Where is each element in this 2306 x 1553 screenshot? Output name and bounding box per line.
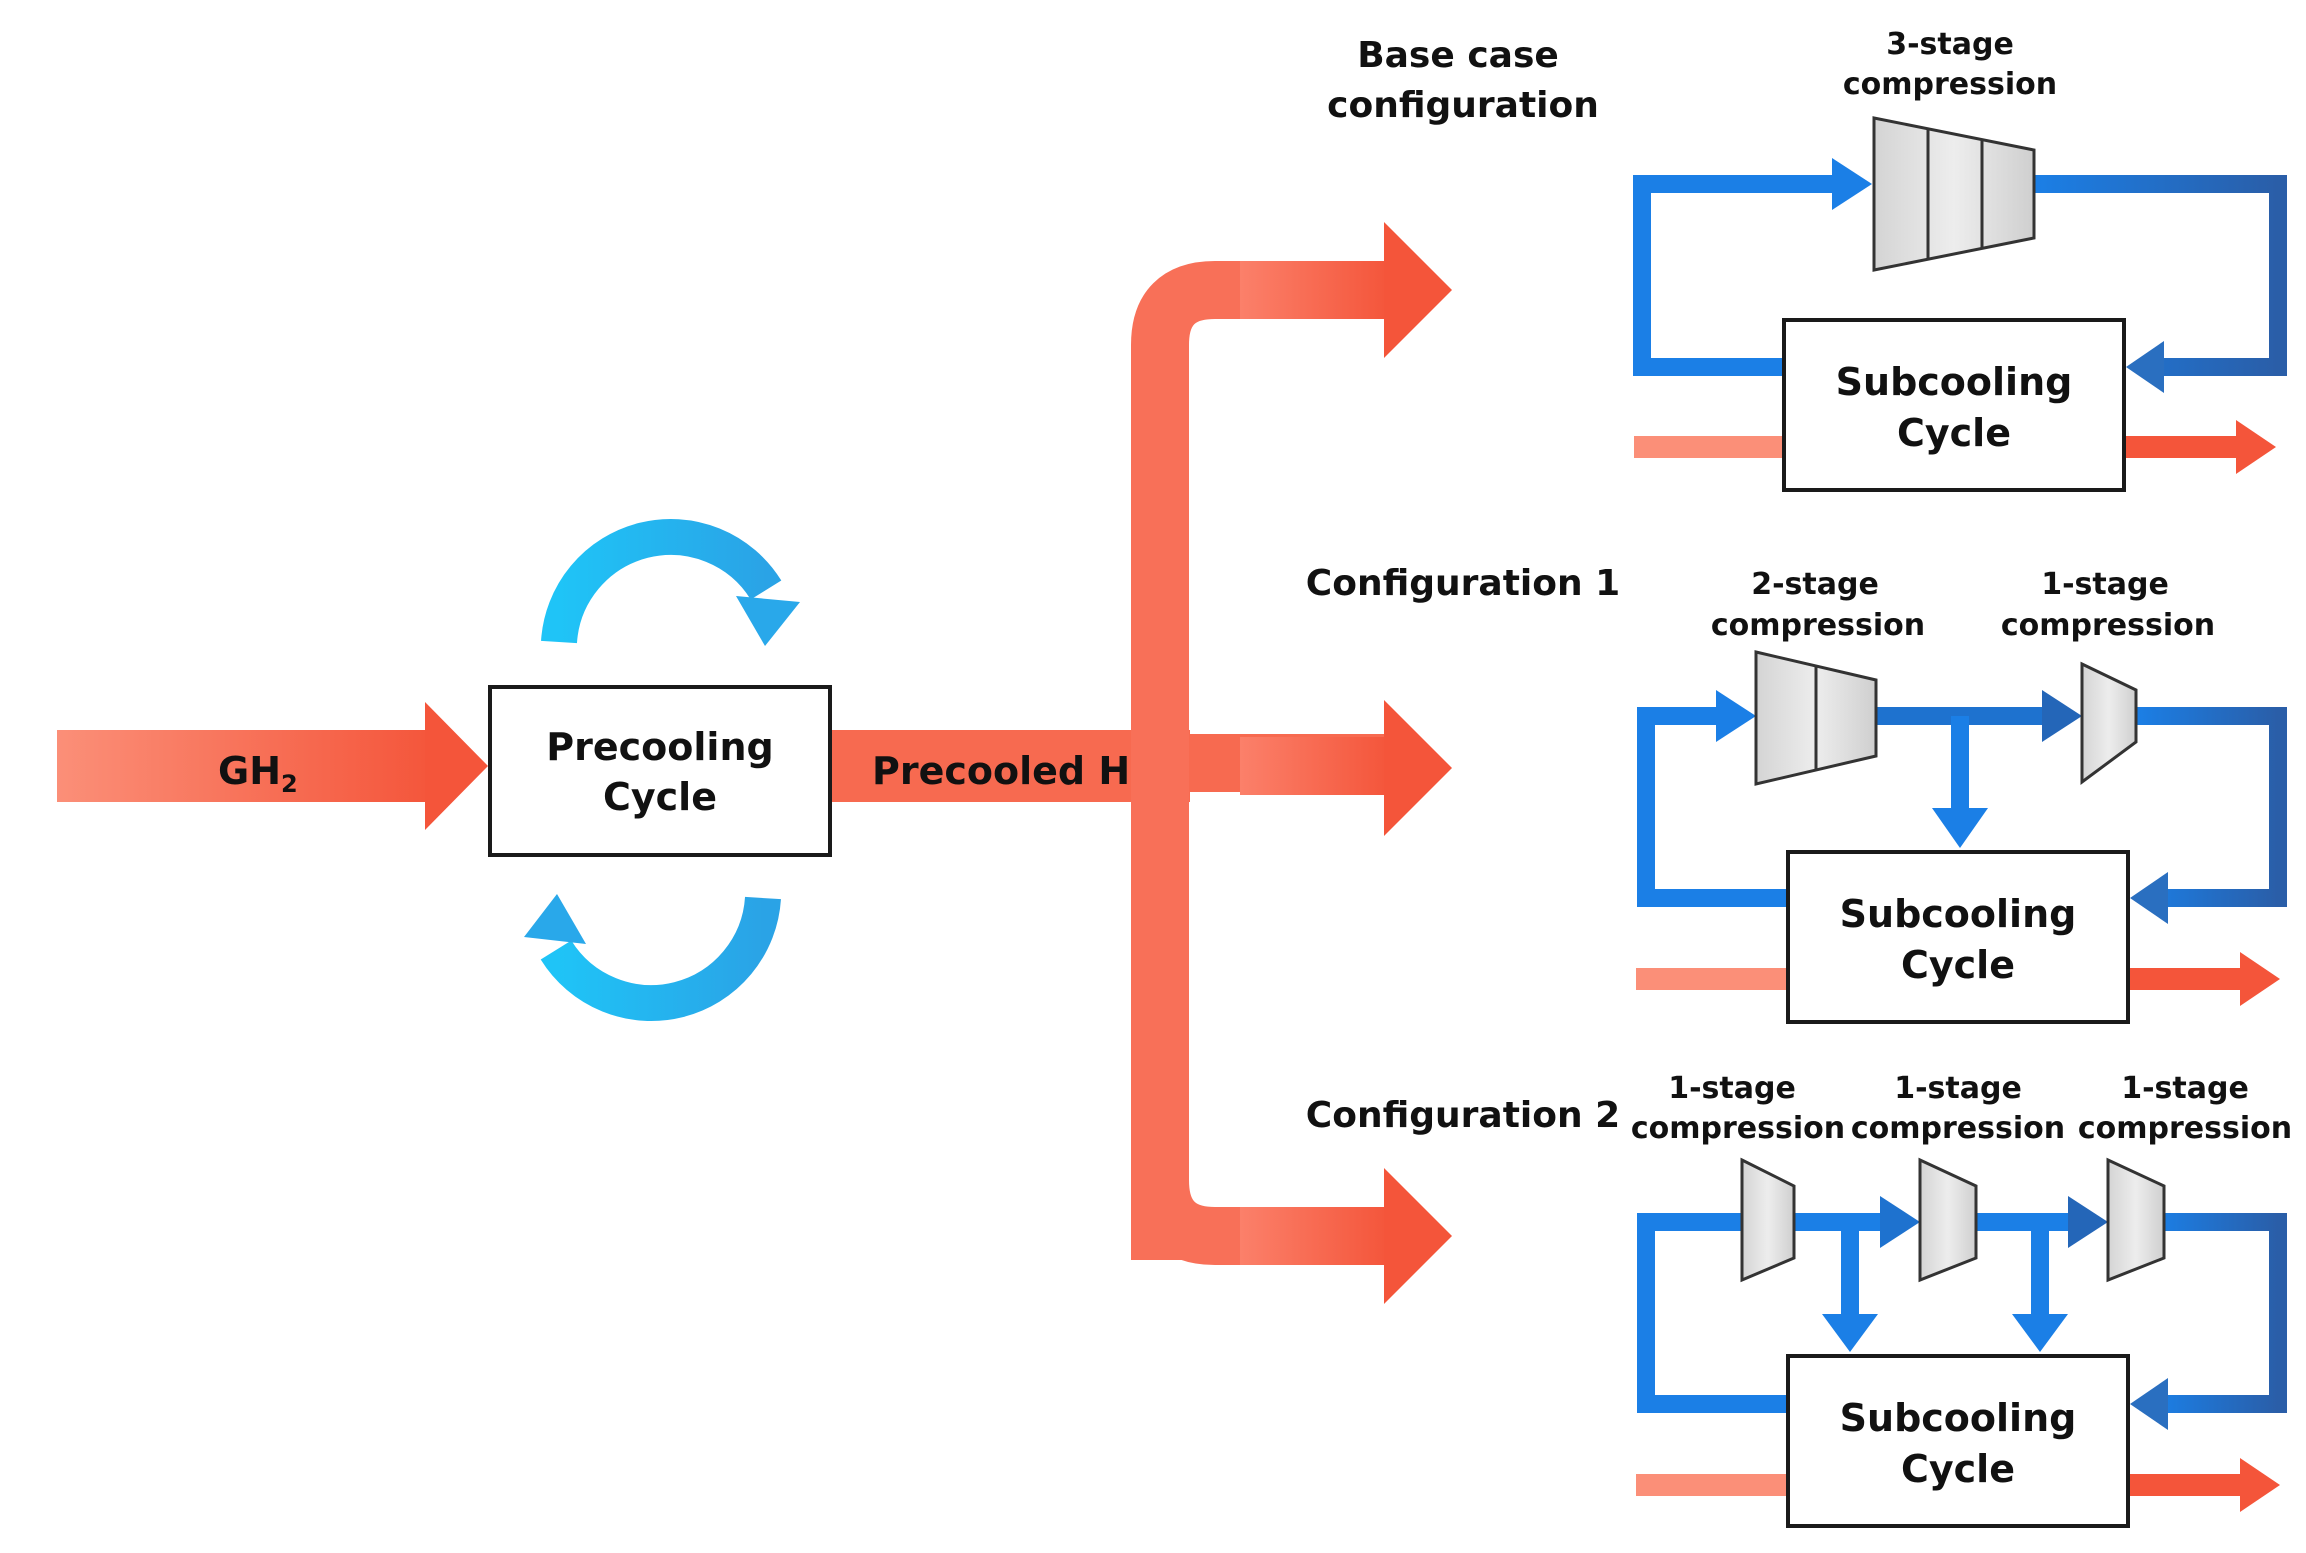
base-subcooling-label-line2: Cycle	[1897, 411, 2011, 455]
base-refrigerant-loop	[1633, 158, 2287, 393]
configuration-1-title: Configuration 1	[1306, 563, 1620, 604]
branch-arrow-top	[1240, 222, 1452, 358]
config1-compressor1-label-line1: 2-stage	[1751, 567, 1879, 602]
config2-compressor2-icon	[1918, 1157, 1978, 1283]
config2-subcooling-label-line1: Subcooling	[1840, 1396, 2077, 1440]
config2-compressor3-label-line2: compression	[2078, 1111, 2292, 1146]
config1-compressor2-label-line2: compression	[2001, 608, 2215, 643]
config2-compressor3-icon	[2106, 1157, 2166, 1283]
base-h2-stream	[1634, 420, 2276, 474]
base-case-title-line1: Base case	[1357, 35, 1559, 76]
gh2-inlet-arrow	[57, 702, 488, 830]
config2-compressor3-label-line1: 1-stage	[2121, 1071, 2249, 1106]
config2-compressor1-label-line1: 1-stage	[1668, 1071, 1796, 1106]
base-subcooling-label-line1: Subcooling	[1836, 360, 2073, 404]
config1-subcooling-label-line2: Cycle	[1901, 943, 2015, 987]
configuration-2-title: Configuration 2	[1306, 1095, 1620, 1136]
config2-compressor1-icon	[1740, 1157, 1796, 1283]
config1-subcooling-cycle-box	[1786, 850, 2130, 1024]
precooling-cycle-label-line1: Precooling	[546, 725, 773, 769]
config2-subcooling-cycle-box	[1786, 1354, 2130, 1528]
config2-refrigerant-loop	[1637, 1196, 2287, 1430]
base-compressor-label-line1: 3-stage	[1886, 27, 2014, 62]
config1-h2-stream	[1636, 952, 2280, 1006]
config1-refrigerant-loop	[1637, 690, 2287, 924]
config1-one-stage-compressor-icon	[2080, 661, 2138, 785]
precooling-cycle-label-line2: Cycle	[603, 775, 717, 819]
precooling-cycle-box	[488, 685, 832, 857]
gh2-label: GH2	[218, 749, 298, 798]
branch-arrow-middle	[1240, 700, 1452, 836]
config2-compressor2-label-line1: 1-stage	[1894, 1071, 2022, 1106]
config2-subcooling-label-line2: Cycle	[1901, 1447, 2015, 1491]
config1-two-stage-compressor-icon	[1754, 650, 1878, 786]
base-case-title-line2: configuration	[1327, 85, 1599, 126]
config1-compressor2-label-line1: 1-stage	[2041, 567, 2169, 602]
config1-subcooling-label-line1: Subcooling	[1840, 892, 2077, 936]
config1-compressor1-label-line2: compression	[1711, 608, 1925, 643]
branch-arrow-bottom	[1240, 1168, 1452, 1304]
cycle-arrow-bottom-icon	[524, 894, 781, 1021]
config2-compressor1-label-line2: compression	[1631, 1111, 1845, 1146]
precooled-h2-label: Precooled H2	[872, 749, 1147, 798]
precooled-h2-stream	[828, 730, 1190, 802]
base-subcooling-cycle-box	[1782, 318, 2126, 492]
config2-compressor2-label-line2: compression	[1851, 1111, 2065, 1146]
base-three-stage-compressor-icon	[1872, 116, 2036, 272]
config2-h2-stream	[1636, 1458, 2280, 1512]
cycle-arrow-top-icon	[541, 519, 800, 646]
base-compressor-label-line2: compression	[1843, 67, 2057, 102]
